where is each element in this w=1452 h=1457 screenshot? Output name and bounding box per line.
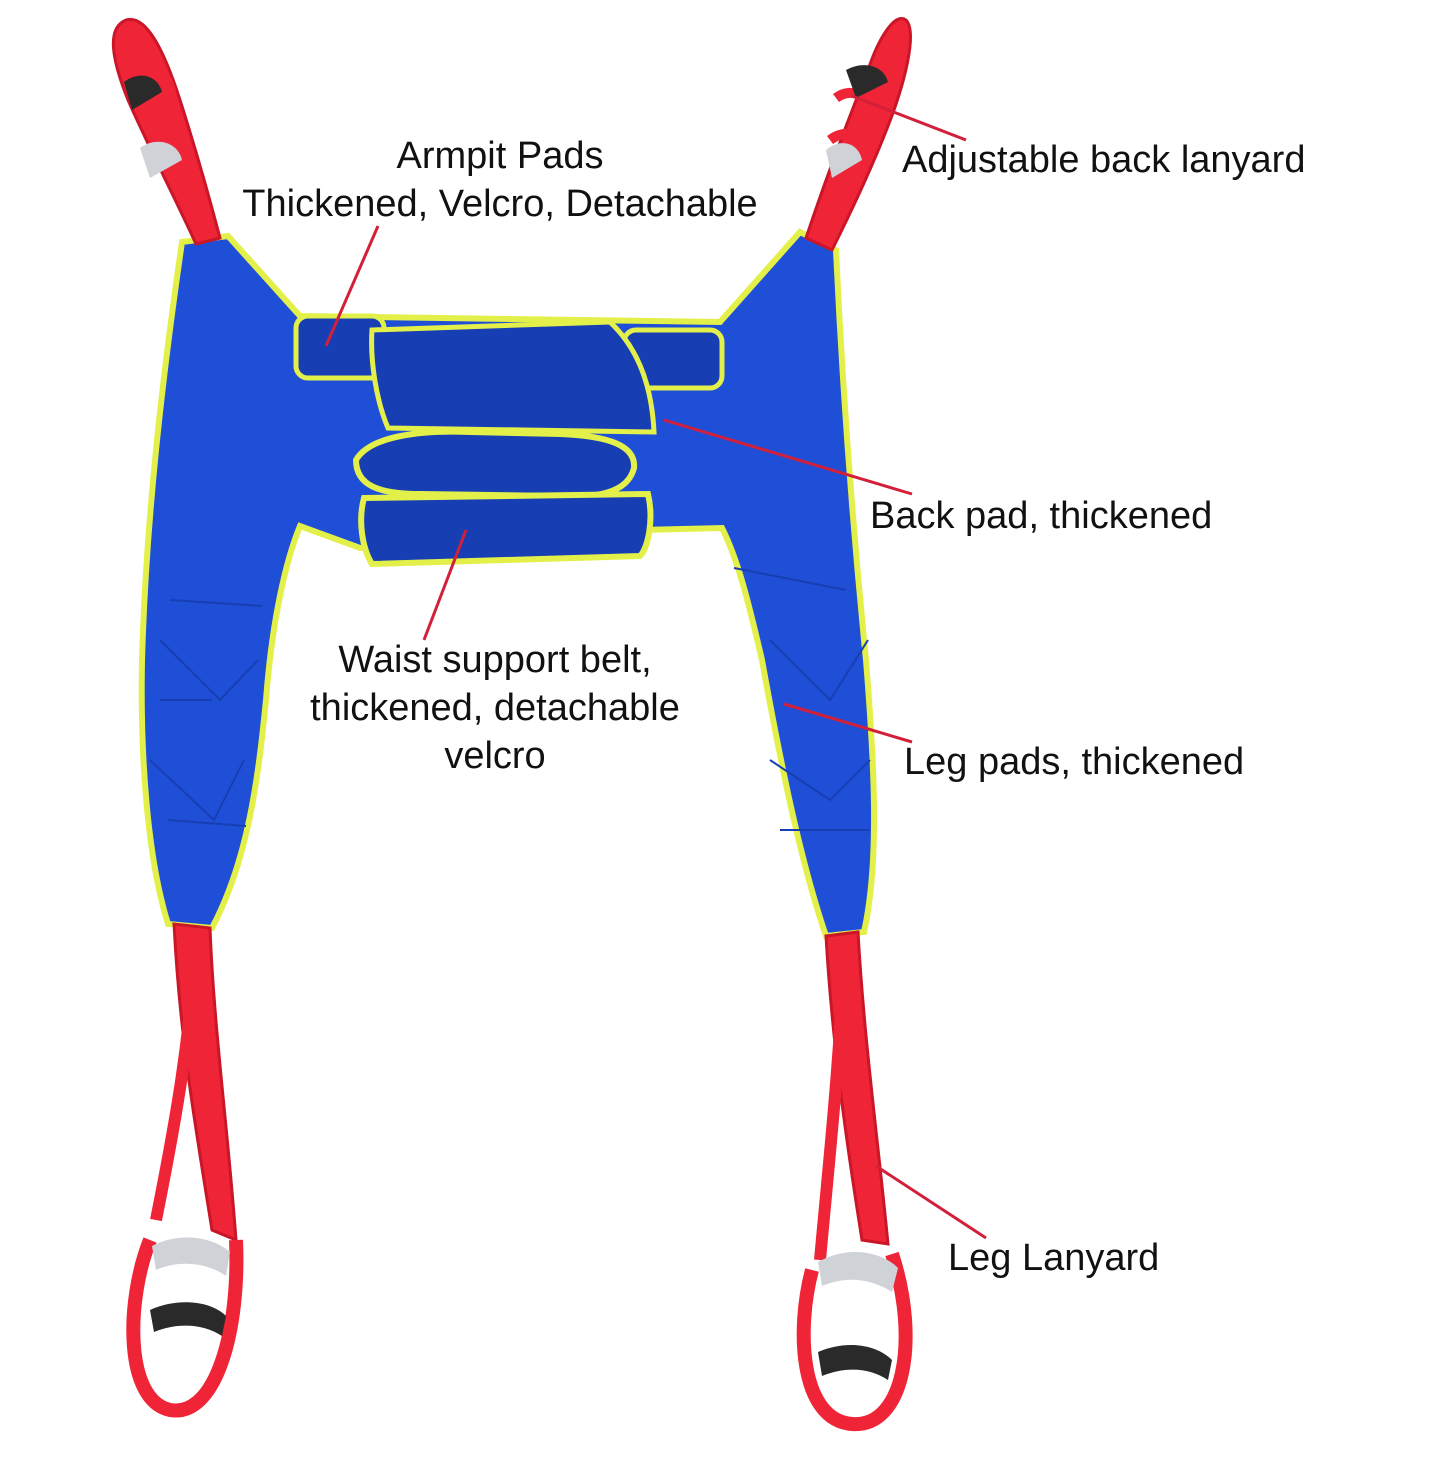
leg-pad-left-seams <box>149 599 263 827</box>
label-waist-belt-line1: Waist support belt, <box>338 639 652 681</box>
label-back-pad: Back pad, thickened <box>870 492 1212 540</box>
handle-top-right-silver <box>826 143 862 178</box>
leader-waist-belt <box>422 529 468 641</box>
handle-bottom-left-silver <box>152 1237 230 1276</box>
handle-bottom-left-black <box>150 1302 226 1336</box>
handle-bottom-right-black <box>818 1345 892 1380</box>
leader-armpit-pads <box>324 225 380 347</box>
label-leg-pads: Leg pads, thickened <box>904 738 1244 786</box>
handle-top-left-black <box>124 75 162 110</box>
leader-leg-lanyard <box>875 1164 987 1240</box>
leader-back-lanyard <box>851 94 967 142</box>
label-leg-pads-text: Leg pads, thickened <box>904 741 1245 783</box>
label-armpit-pads-title: Armpit Pads <box>396 135 604 177</box>
label-waist-belt: Waist support belt, thickened, detachabl… <box>270 636 720 780</box>
strap-bottom-left-inner <box>150 939 202 1222</box>
label-armpit-pads: Armpit Pads Thickened, Velcro, Detachabl… <box>200 132 800 228</box>
waist-belt-strap <box>358 490 654 568</box>
label-leg-lanyard: Leg Lanyard <box>948 1234 1159 1282</box>
label-waist-belt-line2: thickened, detachable <box>310 687 680 729</box>
strap-top-left-loop <box>129 60 181 142</box>
strap-bottom-right-inner <box>814 949 850 1261</box>
leg-pad-right-seams <box>733 567 871 831</box>
sling-body <box>138 228 878 940</box>
leader-leg-pads <box>783 702 913 744</box>
loop-bottom-left <box>126 1237 244 1418</box>
handle-top-left-silver <box>140 141 182 178</box>
leader-back-pad <box>663 418 913 496</box>
loop-bottom-right <box>796 1251 913 1432</box>
label-waist-belt-line3: velcro <box>444 735 546 777</box>
label-back-lanyard: Adjustable back lanyard <box>902 136 1305 184</box>
label-back-lanyard-text: Adjustable back lanyard <box>902 139 1306 181</box>
handle-top-right-black <box>846 65 888 98</box>
waist-belt-loop <box>352 428 638 500</box>
handle-bottom-right-silver <box>818 1251 898 1292</box>
label-armpit-pads-detail: Thickened, Velcro, Detachable <box>242 183 758 225</box>
label-leg-lanyard-text: Leg Lanyard <box>948 1237 1160 1279</box>
label-back-pad-text: Back pad, thickened <box>870 495 1213 537</box>
back-pad-panel <box>369 319 657 435</box>
